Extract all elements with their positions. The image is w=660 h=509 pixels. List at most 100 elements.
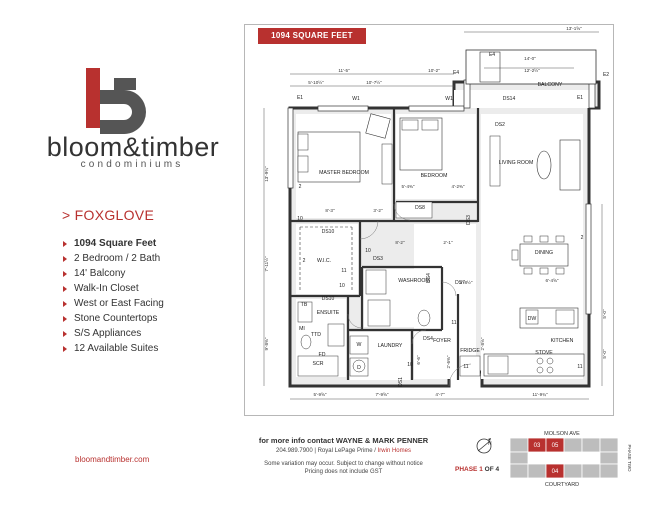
label-ttd: TTD (311, 332, 321, 338)
tag-ds1: DS1 (398, 377, 404, 387)
svg-text:N: N (488, 441, 492, 447)
label-stove: STOVE (535, 350, 553, 356)
label-bedroom: BEDROOM (421, 173, 448, 179)
tag-e1-right: E1 (577, 95, 583, 101)
tag-e4-top: E4 (489, 52, 495, 58)
dim-hall-b: 3'-2" (373, 208, 383, 213)
dim-bot-a: 5'-9⅝" (314, 392, 327, 397)
unit-05: 05 (552, 443, 559, 449)
dim-top-left: 11'-5" (338, 68, 350, 73)
dim-left-upper: 13'-9¾" (264, 166, 269, 182)
dim-bot-c: 4'-7" (435, 392, 445, 397)
feature-list: 1094 Square Feet 2 Bedroom / 2 Bath 14' … (62, 236, 164, 356)
dim-top-total: 13'-1⅝" (566, 26, 582, 31)
label-dryer: D (357, 365, 361, 371)
feature-item: 1094 Square Feet (62, 236, 164, 251)
unit-04: 04 (552, 469, 559, 475)
tag-e1-left: E1 (297, 95, 303, 101)
phase-label: PHASE 1 OF 4 (455, 466, 499, 473)
dim-left-mid: 7'-11½" (263, 256, 269, 272)
gst-note: Pricing does not include GST (304, 469, 383, 475)
dim-dining-a: 6'-4⅝" (546, 278, 559, 283)
tag-10-a: 10 (297, 216, 303, 222)
dim-laundry-v: 6'-6" (416, 355, 421, 365)
tag-10-c: 10 (365, 248, 371, 254)
tag-w1-left: W1 (352, 96, 360, 102)
label-laundry: LAUNDRY (378, 343, 403, 349)
label-dining: DINING (535, 250, 553, 256)
key-plan: MOLSON AVE 03 05 04 COURTYARD PHASE TWO (509, 431, 632, 488)
contact-phone-agency: 204.989.7900 | Royal LePage Prime / (276, 448, 376, 454)
model-name: > FOXGLOVE (62, 207, 155, 223)
tag-2-master: 2 (299, 184, 302, 190)
tag-ds4-v: DS4 (426, 273, 432, 283)
label-scr: SCR (313, 361, 324, 367)
phase-prefix: PHASE (455, 466, 478, 473)
street-courtyard: COURTYARD (545, 482, 579, 488)
tag-ds14: DS14 (503, 96, 516, 102)
irwin-homes: Irwin Homes (377, 448, 411, 454)
compass-icon: N (476, 438, 492, 454)
label-washer: W (357, 342, 362, 348)
phase-suffix: OF 4 (484, 466, 500, 473)
dim-hall-c: 8'-2" (395, 240, 405, 245)
tag-e2: E2 (603, 72, 609, 78)
dim-balcony-sub: 12'-2½" (524, 67, 540, 73)
label-fd: FD (319, 352, 326, 358)
label-living-room: LIVING ROOM (499, 160, 534, 166)
tag-ds3-v: DS3 (466, 215, 472, 225)
tag-ds10-a: DS10 (322, 229, 335, 235)
tag-ds7: DS7 (455, 280, 465, 286)
label-washroom: WASHROOM (398, 278, 430, 284)
website-link[interactable]: bloomandtimber.com (75, 455, 150, 464)
tag-11-a: 11 (341, 268, 346, 274)
label-dw: DW (528, 316, 537, 322)
contact-line: for more info contact WAYNE & MARK PENNE… (258, 436, 429, 445)
dim-right-upper: 5'-0" (602, 309, 607, 319)
tag-2-dining: 2 (581, 235, 584, 241)
feature-item: 12 Available Suites (62, 341, 164, 356)
label-ensuite: ENSUITE (317, 310, 340, 316)
contact-block: for more info contact WAYNE & MARK PENNE… (236, 436, 451, 476)
tag-w1-right: W1 (445, 96, 453, 102)
dim-top-mid: 10'-2" (428, 68, 440, 73)
dim-right-lower: 5'-0" (602, 349, 607, 359)
street-molson: MOLSON AVE (544, 431, 580, 437)
dim-kitchen-v: 2'-8⅝" (480, 337, 485, 350)
floor-plan: MASTER BEDROOM BEDROOM LIVING ROOM DININ… (244, 24, 614, 416)
tag-11-b: 11 (451, 320, 456, 326)
tag-ds3: DS3 (373, 256, 383, 262)
tag-11-d: 11 (577, 364, 582, 370)
dim-bed-b: 4'-2⅜" (452, 184, 465, 189)
label-foyer: FOYER (433, 338, 451, 344)
dim-hall-d: 2'-1" (443, 240, 453, 245)
dim-balcony-w: 14'-0" (524, 56, 536, 61)
tag-2-wic: 2 (303, 258, 306, 264)
disclaimer-line: Some variation may occur. Subject to cha… (264, 461, 423, 467)
tag-11-c: 11 (463, 364, 468, 370)
dim-foyer-v: 2'-6⅜" (446, 355, 451, 368)
tag-ds2: DS2 (495, 122, 505, 128)
label-balcony: BALCONY (538, 82, 563, 88)
dim-top-sub-a: 5'-10½" (308, 79, 324, 85)
unit-03: 03 (534, 443, 541, 449)
label-tb: TB (301, 302, 308, 308)
tag-e4-side: E4 (453, 70, 459, 76)
tag-ds8: DS8 (415, 205, 425, 211)
label-fridge: FRIDGE (460, 348, 480, 354)
phase-two-label: PHASE TWO (627, 445, 632, 472)
square-feet-badge: 1094 SQUARE FEET (258, 28, 366, 44)
dim-bot-b: 7'-9⅝" (376, 392, 389, 397)
label-master-bedroom: MASTER BEDROOM (319, 170, 369, 176)
label-wic: W.I.C. (317, 258, 331, 264)
bloom-timber-logo-mark (86, 68, 146, 134)
feature-item: 14' Balcony (62, 266, 164, 281)
feature-item: West or East Facing (62, 296, 164, 311)
label-mi: MI (299, 326, 305, 332)
disclaimer: Some variation may occur. Subject to cha… (236, 460, 451, 476)
contact-details: 204.989.7900 | Royal LePage Prime / Irwi… (236, 446, 451, 456)
tag-10-b: 10 (339, 283, 345, 289)
brand-name: bloom&timber (46, 132, 220, 162)
feature-item: S/S Appliances (62, 326, 164, 341)
label-kitchen: KITCHEN (551, 338, 574, 344)
